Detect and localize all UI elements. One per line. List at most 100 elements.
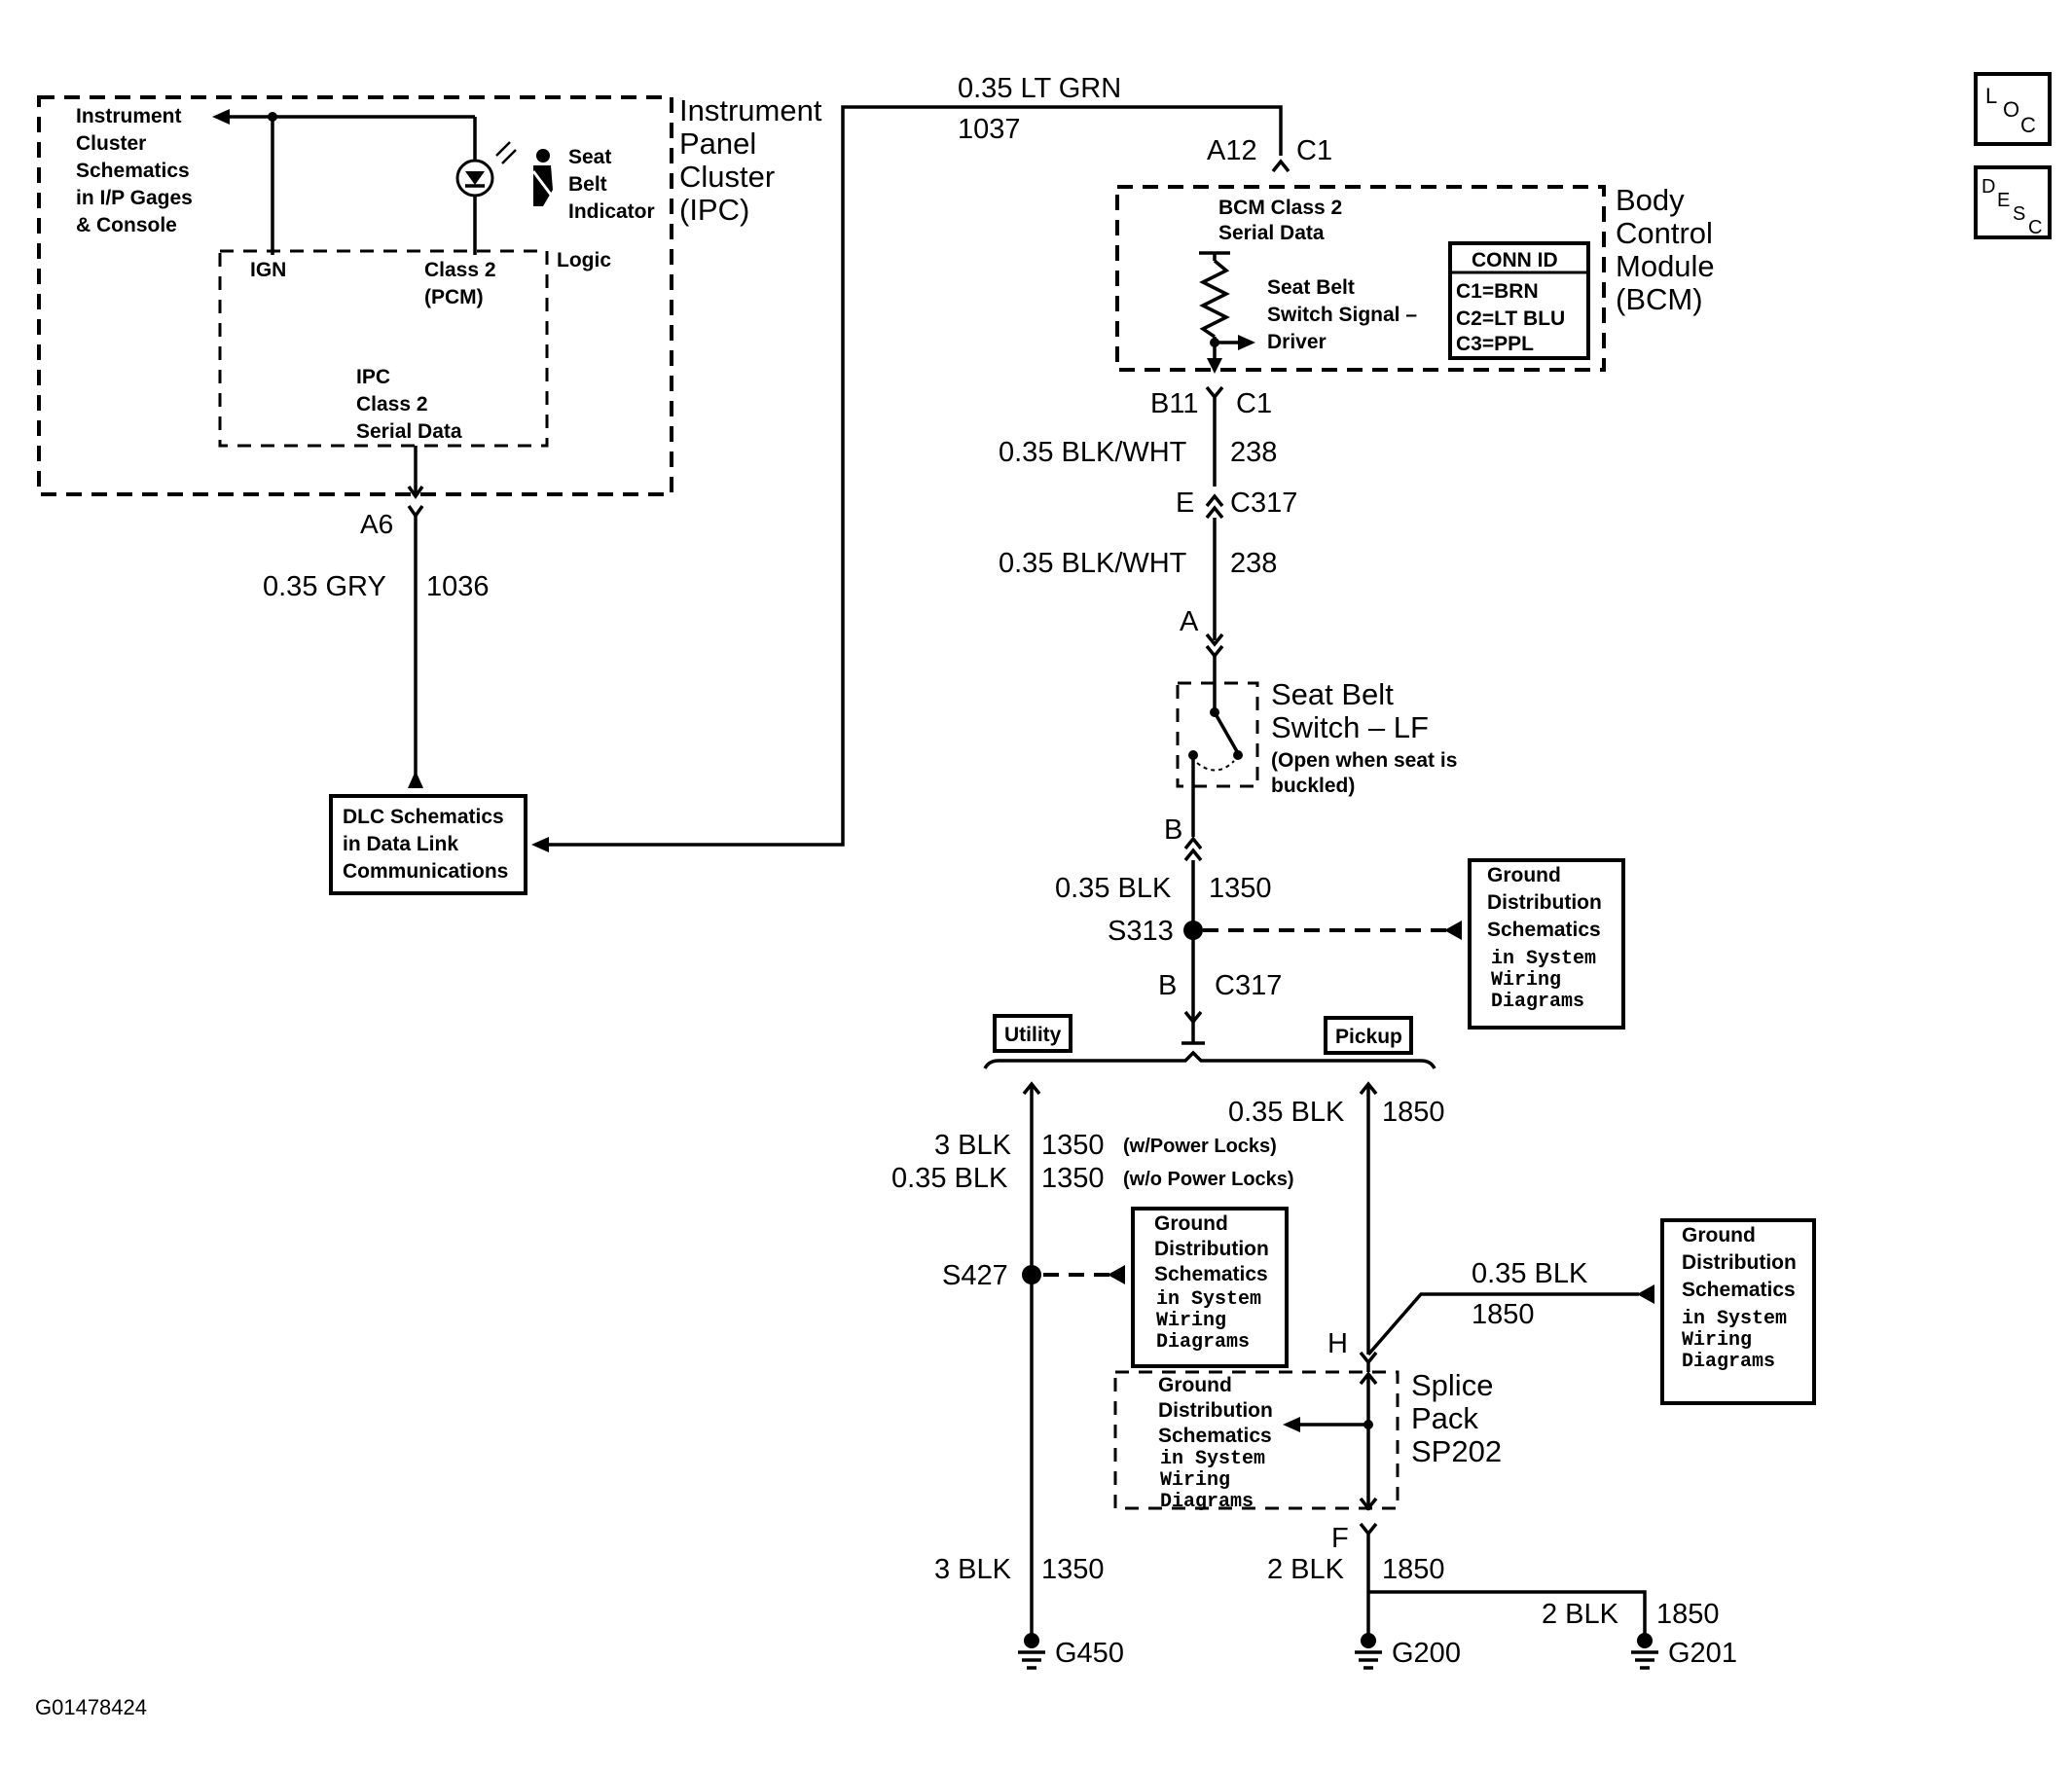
- conn-id-header: CONN ID: [1472, 249, 1558, 271]
- ground-g200-icon: [1355, 1633, 1382, 1670]
- desc-button[interactable]: D E S C: [1974, 165, 2052, 239]
- seat-belt-indicator-label-2: Belt: [568, 173, 607, 196]
- ground-distribution-reference-2[interactable]: Ground Distribution Schematics in System…: [1131, 1207, 1289, 1368]
- gd1-line-6: Diagrams: [1491, 991, 1584, 1013]
- gd3-line-5: Wiring: [1682, 1329, 1752, 1352]
- pickup-label: Pickup: [1335, 1026, 1402, 1048]
- ipc-serial-label-2: Class 2: [356, 393, 428, 416]
- bcm-title-1: Body: [1616, 183, 1685, 217]
- ground-g450-label: G450: [1055, 1638, 1124, 1669]
- splice-pin-h: H: [1327, 1328, 1348, 1359]
- wire-1350-a-circuit: 1350: [1209, 873, 1272, 904]
- gd2-line-1: Ground: [1154, 1212, 1228, 1235]
- seat-belt-switch-title-1: Seat Belt: [1271, 677, 1394, 711]
- switch-pin-a: A: [1180, 606, 1199, 637]
- arrow-left-icon: [531, 837, 549, 852]
- wire-238-a-circuit: 238: [1230, 437, 1277, 468]
- dlc-line-2: in Data Link: [343, 833, 458, 855]
- bcm-switch-signal-2: Switch Signal –: [1267, 304, 1417, 326]
- ground-distribution-reference-3[interactable]: Ground Distribution Schematics in System…: [1660, 1218, 1816, 1405]
- bcm-pin-a12: A12: [1207, 135, 1257, 166]
- ref-line-5: & Console: [76, 214, 177, 236]
- option-bracket: [983, 1050, 1436, 1069]
- bcm-title-4: (BCM): [1616, 282, 1703, 316]
- arrow-right-icon: [1238, 335, 1255, 350]
- gd3-line-4: in System: [1682, 1308, 1787, 1330]
- ref-line-2: Cluster: [76, 132, 146, 155]
- ipc-title-1: Instrument: [679, 93, 822, 127]
- splice-pin-f: F: [1331, 1523, 1349, 1554]
- ground-distribution-reference-4[interactable]: Ground Distribution Schematics in System…: [1158, 1374, 1273, 1513]
- utility-wire-size-1: 3 BLK: [934, 1130, 1012, 1161]
- ground-distribution-reference-1[interactable]: Ground Distribution Schematics in System…: [1468, 858, 1625, 1030]
- arrow-left-icon: [1637, 1284, 1654, 1304]
- wire-1036-size-color: 0.35 GRY: [263, 571, 386, 602]
- gd4-line-6: Diagrams: [1160, 1491, 1254, 1513]
- bcm-title-3: Module: [1616, 249, 1715, 283]
- wire-1350-bottom-circuit: 1350: [1041, 1554, 1105, 1585]
- gd1-line-1: Ground: [1487, 864, 1561, 886]
- wire-1850-g201-size: 2 BLK: [1542, 1599, 1619, 1630]
- bcm-boundary: [1115, 185, 1606, 372]
- seat-belt-switch-note-1: (Open when seat is: [1271, 749, 1457, 772]
- gd2-line-6: Diagrams: [1156, 1331, 1250, 1354]
- wire-1850-side-circuit: 1850: [1472, 1299, 1535, 1330]
- loc-letter-3: C: [2020, 113, 2036, 137]
- wire-1850-bottom-circuit: 1850: [1382, 1554, 1445, 1585]
- utility-wire-size-2: 0.35 BLK: [891, 1163, 1008, 1194]
- wire-1350-a-size-color: 0.35 BLK: [1055, 873, 1172, 904]
- ipc-logic-label: Logic: [557, 249, 611, 271]
- wire-1850-bottom-size: 2 BLK: [1267, 1554, 1345, 1585]
- gd1-line-3: Schematics: [1487, 919, 1601, 941]
- arrow-up-icon: [408, 771, 423, 788]
- conn-id-table: CONN ID C1=BRN C2=LT BLU C3=PPL: [1448, 241, 1590, 360]
- gd4-line-5: Wiring: [1160, 1469, 1230, 1492]
- arrow-left-icon: [1444, 921, 1462, 940]
- dlc-schematics-reference[interactable]: DLC Schematics in Data Link Communicatio…: [329, 794, 527, 895]
- utility-wire-note-2: (w/o Power Locks): [1123, 1169, 1294, 1190]
- splice-pack-title-1: Splice: [1411, 1368, 1493, 1402]
- pull-up-resistor-icon: [1199, 259, 1230, 339]
- ipc-serial-label-1: IPC: [356, 366, 390, 388]
- bcm-serial-label-1: BCM Class 2: [1218, 197, 1342, 219]
- led-indicator-icon: [455, 141, 517, 255]
- wire-1850-side-size: 0.35 BLK: [1472, 1258, 1588, 1289]
- splice-s427: [1022, 1265, 1041, 1284]
- ground-g450-icon: [1018, 1633, 1045, 1670]
- ipc-pcm-label: (PCM): [424, 286, 484, 308]
- pickup-tag: Pickup: [1324, 1016, 1413, 1055]
- bcm-serial-label-2: Serial Data: [1218, 222, 1325, 244]
- conn-id-c1: C1=BRN: [1456, 280, 1539, 303]
- gd2-line-5: Wiring: [1156, 1310, 1226, 1332]
- utility-wire-circuit-2: 1350: [1041, 1163, 1105, 1194]
- seat-belt-indicator-label-3: Indicator: [568, 200, 655, 223]
- wire-1037-size-color: 0.35 LT GRN: [958, 73, 1121, 104]
- bcm-title-2: Control: [1616, 216, 1713, 250]
- c317-upper-conn: C317: [1230, 488, 1297, 519]
- seat-belt-switch-boundary: [1176, 681, 1259, 788]
- bcm-switch-signal-3: Driver: [1267, 331, 1327, 353]
- wire-238-b-size-color: 0.35 BLK/WHT: [999, 548, 1187, 579]
- c317-lower-pin: B: [1158, 970, 1177, 1001]
- utility-label: Utility: [1004, 1024, 1062, 1046]
- gd2-line-4: in System: [1156, 1288, 1261, 1311]
- loc-button[interactable]: L O C: [1974, 72, 2052, 146]
- ipc-instrument-cluster-reference[interactable]: Instrument Cluster Schematics in I/P Gag…: [76, 105, 193, 236]
- figure-id: G01478424: [35, 1695, 147, 1719]
- ref-line-3: Schematics: [76, 160, 190, 182]
- c317-lower-conn: C317: [1215, 970, 1282, 1001]
- ipc-title-4: (IPC): [679, 193, 749, 227]
- gd2-line-3: Schematics: [1154, 1263, 1268, 1285]
- seat-belt-indicator-label-1: Seat: [568, 146, 611, 168]
- gd3-line-6: Diagrams: [1682, 1351, 1775, 1373]
- ipc-serial-label-3: Serial Data: [356, 420, 462, 443]
- ipc-pin-a6: A6: [360, 509, 393, 539]
- splice-s313: [1183, 921, 1203, 940]
- s313-label: S313: [1108, 916, 1174, 947]
- conn-id-c2: C2=LT BLU: [1456, 307, 1565, 330]
- arrow-left-icon: [1108, 1265, 1125, 1284]
- gd3-line-1: Ground: [1682, 1224, 1756, 1247]
- bcm-conn-c1-top: C1: [1296, 135, 1332, 166]
- splice-pack-title-3: SP202: [1411, 1434, 1502, 1468]
